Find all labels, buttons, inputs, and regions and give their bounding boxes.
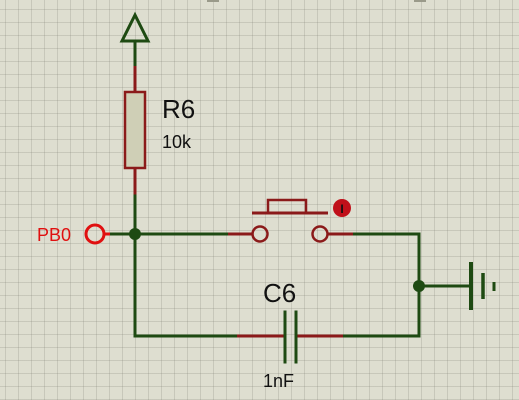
resistor-r6[interactable] — [123, 66, 147, 196]
svg-text:I: I — [340, 202, 343, 216]
offscreen-pin-mark — [414, 0, 426, 2]
push-button[interactable] — [228, 198, 353, 243]
junction-dot — [129, 228, 141, 240]
resistor-value: 10k — [162, 132, 192, 152]
junction-dot — [413, 280, 425, 292]
capacitor-reference: C6 — [263, 278, 296, 308]
net-label: PB0 — [37, 225, 71, 245]
probe-indicator-icon[interactable]: I — [333, 199, 351, 217]
net-terminal-pb0[interactable] — [84, 223, 110, 245]
wires — [106, 194, 472, 338]
offscreen-pin-mark — [207, 0, 219, 2]
ground-icon[interactable] — [469, 262, 496, 310]
capacitor-c6[interactable] — [237, 310, 343, 364]
resistor-reference: R6 — [162, 94, 195, 124]
capacitor-value: 1nF — [263, 371, 294, 391]
power-arrow-icon[interactable] — [119, 11, 151, 68]
